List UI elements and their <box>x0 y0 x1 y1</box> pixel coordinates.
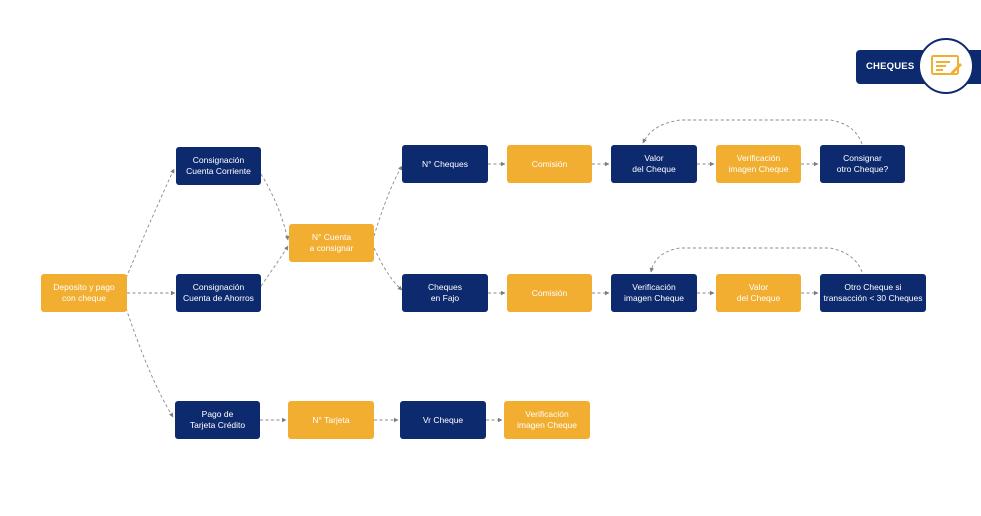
node-consignar-otro: Consignar otro Cheque? <box>820 145 905 183</box>
node-numero-cheques: N° Cheques <box>402 145 488 183</box>
edge-deposito-corriente <box>125 168 175 279</box>
edge-ahorros-cuenta <box>260 245 289 287</box>
node-cheques-fajo: Cheques en Fajo <box>402 274 488 312</box>
edge-cuenta-fajo <box>373 247 403 291</box>
node-valor-cheque-1: Valor del Cheque <box>611 145 697 183</box>
node-verificacion-2: Verificación imagen Cheque <box>611 274 697 312</box>
check-document-icon <box>918 38 974 94</box>
node-comision-1: Comisión <box>507 145 592 183</box>
node-consignacion-ahorros: Consignación Cuenta de Ahorros <box>176 274 261 312</box>
node-pago-tarjeta: Pago de Tarjeta Crédito <box>175 401 260 439</box>
edge-consignar-loop <box>642 119 863 145</box>
node-numero-cuenta: N° Cuenta a consignar <box>289 224 374 262</box>
node-valor-cheque-2: Valor del Cheque <box>716 274 801 312</box>
node-consignacion-corriente: Consignación Cuenta Corriente <box>176 147 261 185</box>
edge-otro-loop <box>649 247 863 273</box>
node-deposito: Deposito y pago con cheque <box>41 274 127 312</box>
node-comision-2: Comisión <box>507 274 592 312</box>
node-verificacion-1: Verificación imagen Cheque <box>716 145 801 183</box>
node-otro-cheque: Otro Cheque si transacción < 30 Cheques <box>820 274 926 312</box>
edge-deposito-tarjeta <box>125 307 174 418</box>
badge-label: CHEQUES <box>866 61 915 72</box>
edge-cuenta-numcheques <box>373 165 403 237</box>
node-verificacion-tarjeta: Verificación imagen Cheque <box>504 401 590 439</box>
edge-corriente-cuenta <box>260 173 290 241</box>
node-vr-cheque: Vr Cheque <box>400 401 486 439</box>
node-numero-tarjeta: N° Tarjeta <box>288 401 374 439</box>
